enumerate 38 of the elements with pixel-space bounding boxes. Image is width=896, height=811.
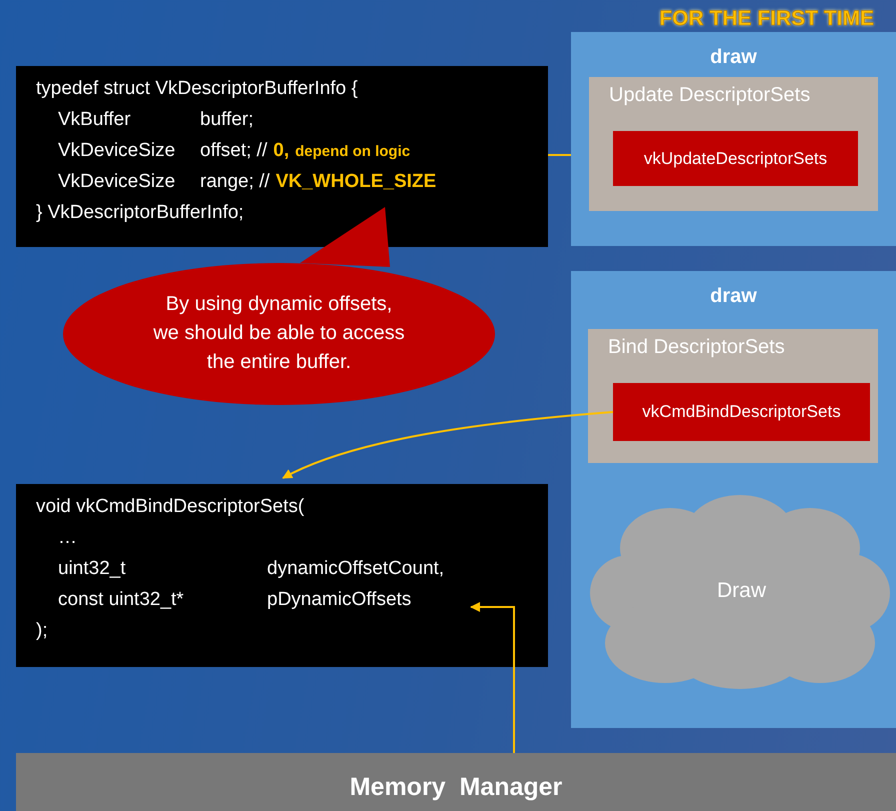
code-text: typedef struct VkDescriptorBufferInfo { (36, 78, 358, 100)
code-text: range; // (200, 171, 270, 193)
code-text: dynamicOffsetCount, (267, 558, 444, 580)
code-text: void vkCmdBindDescriptorSets( (36, 496, 304, 518)
code-box (16, 66, 548, 247)
function-name: vkCmdBindDescriptorSets (642, 402, 841, 422)
stage-title: Bind DescriptorSets (608, 336, 785, 359)
draw-panel (571, 271, 896, 728)
bar-label: Memory Manager (348, 773, 564, 802)
code-text: VkDeviceSize (58, 171, 176, 193)
code-text: ); (36, 620, 48, 642)
manager-bar (16, 753, 896, 811)
function-box (613, 131, 858, 186)
code-text: … (58, 527, 77, 549)
code-comment: 0, (273, 140, 290, 162)
stage-box (588, 329, 878, 463)
connector-arrow (470, 602, 515, 753)
code-text: offset; // (200, 140, 268, 162)
function-box (613, 383, 870, 441)
stage-title: Update DescriptorSets (609, 84, 810, 107)
function-name: vkUpdateDescriptorSets (644, 148, 828, 168)
code-text: const uint32_t* (58, 589, 185, 611)
cloud-label: Draw (716, 579, 767, 603)
code-comment: depend on logic (295, 143, 410, 160)
code-text: uint32_t (58, 558, 127, 580)
highlight-note: FOR THE FIRST TIME (659, 7, 874, 31)
callout-text: By using dynamic offsets, we should be able to access the entire buffer. (152, 292, 406, 375)
code-box (16, 484, 548, 667)
code-text: VkDeviceSize (58, 140, 176, 162)
connector-arrow (282, 411, 614, 479)
panel-heading: draw (709, 285, 758, 308)
panel-heading: draw (709, 46, 758, 69)
code-comment: VK_WHOLE_SIZE (276, 171, 436, 193)
stage-box (589, 77, 878, 211)
code-text: VkBuffer (58, 109, 132, 131)
code-text: } VkDescriptorBufferInfo; (36, 202, 244, 224)
code-text: pDynamicOffsets (267, 589, 412, 611)
code-text: buffer; (200, 109, 254, 131)
